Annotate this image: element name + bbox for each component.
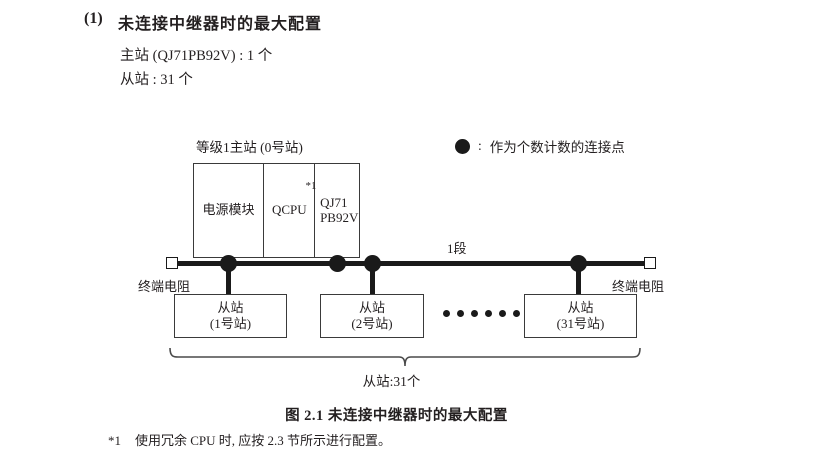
section-title: 未连接中继器时的最大配置 xyxy=(118,16,323,33)
terminating-resistor-right-icon xyxy=(644,257,656,269)
legend: : 作为个数计数的连接点 xyxy=(455,136,625,156)
network-module-label-line1: QJ71 xyxy=(320,194,348,210)
ellipsis-dot xyxy=(443,310,450,317)
network-module-label-line2: PB92V xyxy=(320,209,359,225)
slave-1-drop-line xyxy=(226,266,231,296)
connection-node-slave-1 xyxy=(220,255,237,272)
terminating-resistor-left-label: 终端电阻 xyxy=(138,279,191,294)
legend-separator: : xyxy=(478,138,482,153)
power-module-cell: 电源模块 xyxy=(194,164,265,257)
ellipsis-dot xyxy=(499,310,506,317)
master-station-label: 等级1主站 (0号站) xyxy=(196,140,303,155)
ellipsis-dot xyxy=(485,310,492,317)
figure-caption: 图 2.1 未连接中继器时的最大配置 xyxy=(285,408,508,424)
connection-node-slave-31 xyxy=(570,255,587,272)
master-station-rack: 电源模块 QCPU *1 QJ71 PB92V xyxy=(193,163,360,258)
terminating-resistor-left-icon xyxy=(166,257,178,269)
power-module-label: 电源模块 xyxy=(202,202,255,218)
footnote-mark: *1 xyxy=(108,433,121,448)
footnote: *1 使用冗余 CPU 时, 应按 2.3 节所示进行配置。 xyxy=(108,430,391,449)
legend-label: 作为个数计数的连接点 xyxy=(489,140,625,155)
slave-station-number-2: (2号站) xyxy=(351,316,393,331)
connection-node-master xyxy=(329,255,346,272)
slave-station-name-2: 从站 xyxy=(358,299,385,315)
filled-circle-icon xyxy=(455,138,470,154)
slave-2-drop-line xyxy=(370,266,375,296)
spec-master-count: 主站 (QJ71PB92V) : 1 个 xyxy=(120,48,273,64)
section-number: (1) xyxy=(84,10,103,27)
slave-range-label: 从站:31个 xyxy=(362,374,421,389)
slave-range-brace xyxy=(169,347,641,367)
slave-station-box-1: 从站 (1号站) xyxy=(174,294,287,338)
ellipsis-dot xyxy=(513,310,520,317)
network-module-cell: QJ71 PB92V xyxy=(315,164,359,257)
ellipsis-dot xyxy=(457,310,464,317)
segment-label: 1段 xyxy=(447,241,467,256)
cpu-footnote-mark: *1 xyxy=(305,180,317,192)
slave-station-number-31: (31号站) xyxy=(556,316,605,331)
slave-station-name-1: 从站 xyxy=(217,299,244,315)
slave-station-number-1: (1号站) xyxy=(209,316,252,331)
spec-slave-count: 从站 : 31 个 xyxy=(120,72,193,88)
footnote-text: 使用冗余 CPU 时, 应按 2.3 节所示进行配置。 xyxy=(135,433,392,448)
ellipsis-dots xyxy=(443,310,520,317)
ellipsis-dot xyxy=(471,310,478,317)
cpu-module-label: QCPU xyxy=(271,202,307,218)
slave-station-box-2: 从站 (2号站) xyxy=(320,294,424,338)
connection-node-slave-2 xyxy=(364,255,381,272)
cpu-module-cell: QCPU *1 xyxy=(264,164,317,257)
bus-line xyxy=(168,261,654,266)
slave-station-box-31: 从站 (31号站) xyxy=(524,294,637,338)
terminating-resistor-right-label: 终端电阻 xyxy=(612,279,665,294)
slave-station-name-31: 从站 xyxy=(567,299,594,315)
slave-31-drop-line xyxy=(576,266,581,296)
